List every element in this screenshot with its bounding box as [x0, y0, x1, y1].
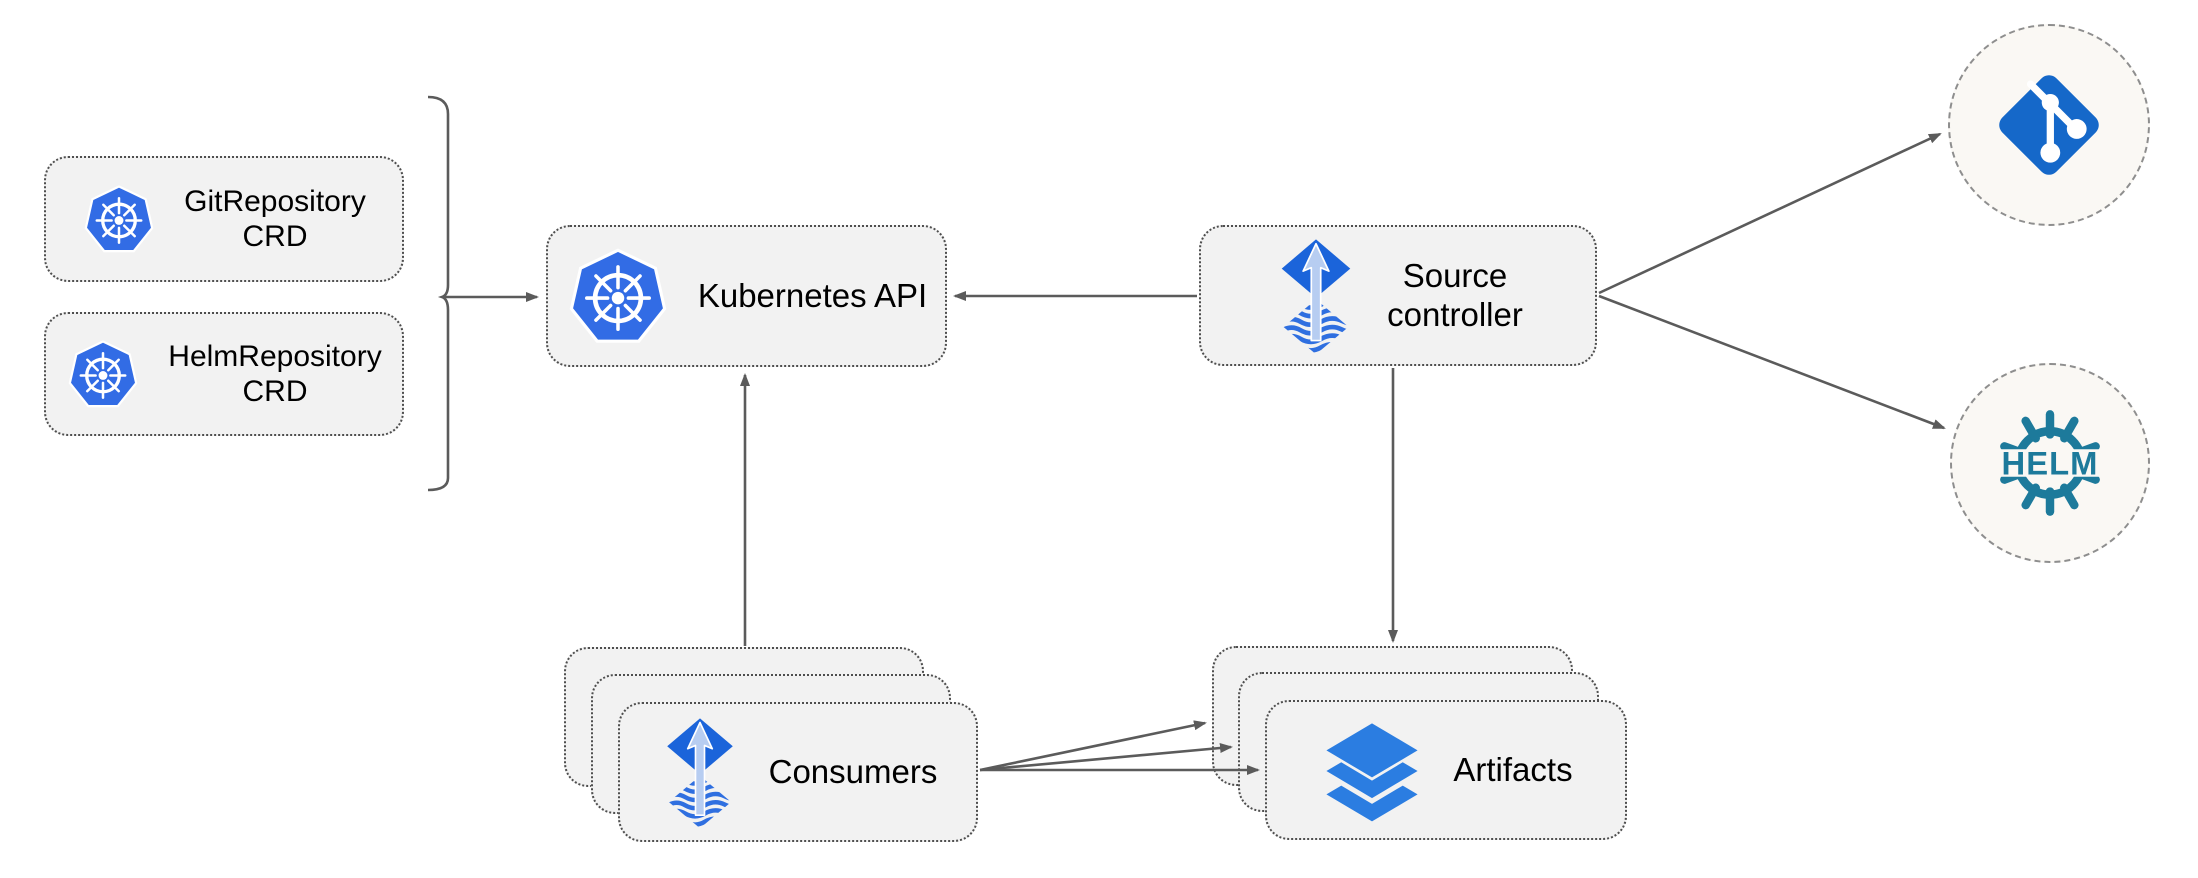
node-label-line1: HelmRepository	[168, 339, 382, 373]
flux-icon	[1273, 236, 1359, 356]
node-label: HelmRepository CRD	[168, 339, 381, 410]
node-label-line1: GitRepository	[184, 184, 366, 218]
node-label: Source controller	[1387, 257, 1523, 335]
helm-logo-text: HELM	[2001, 445, 2098, 482]
node-source-controller: Source controller	[1199, 225, 1597, 366]
node-label: Artifacts	[1453, 750, 1573, 788]
node-consumers: Consumers	[618, 702, 978, 842]
node-label-line1: Source	[1402, 256, 1508, 294]
node-helm-repository-crd: HelmRepository CRD	[44, 312, 404, 436]
edge-consumers-to-artifacts-middle	[979, 743, 1233, 772]
git-icon	[1983, 59, 2115, 191]
node-artifacts: Artifacts	[1265, 700, 1627, 840]
node-helm-remote: HELM	[1950, 363, 2150, 563]
edge-source-controller-to-helm-remote	[1598, 294, 1946, 430]
flux-icon	[659, 715, 741, 830]
helm-icon: HELM	[1995, 410, 2105, 516]
node-label: Kubernetes API	[697, 276, 928, 314]
kubernetes-icon	[566, 244, 670, 348]
node-label: GitRepository CRD	[184, 184, 366, 255]
node-git-remote	[1948, 24, 2150, 226]
kubernetes-icon	[68, 339, 139, 408]
edge-source-controller-to-git-remote	[1598, 132, 1942, 295]
layers-icon	[1326, 723, 1418, 822]
node-label-line2: CRD	[242, 220, 308, 253]
node-label-line2: CRD	[242, 375, 308, 408]
node-label-line2: controller	[1387, 295, 1523, 333]
kubernetes-icon	[84, 184, 154, 253]
edge-consumers-to-artifacts-back	[979, 720, 1207, 772]
node-label: Consumers	[768, 752, 938, 790]
node-git-repository-crd: GitRepository CRD	[44, 156, 404, 282]
node-kubernetes-api: Kubernetes API	[546, 225, 947, 367]
crd-group-brace	[427, 95, 450, 492]
